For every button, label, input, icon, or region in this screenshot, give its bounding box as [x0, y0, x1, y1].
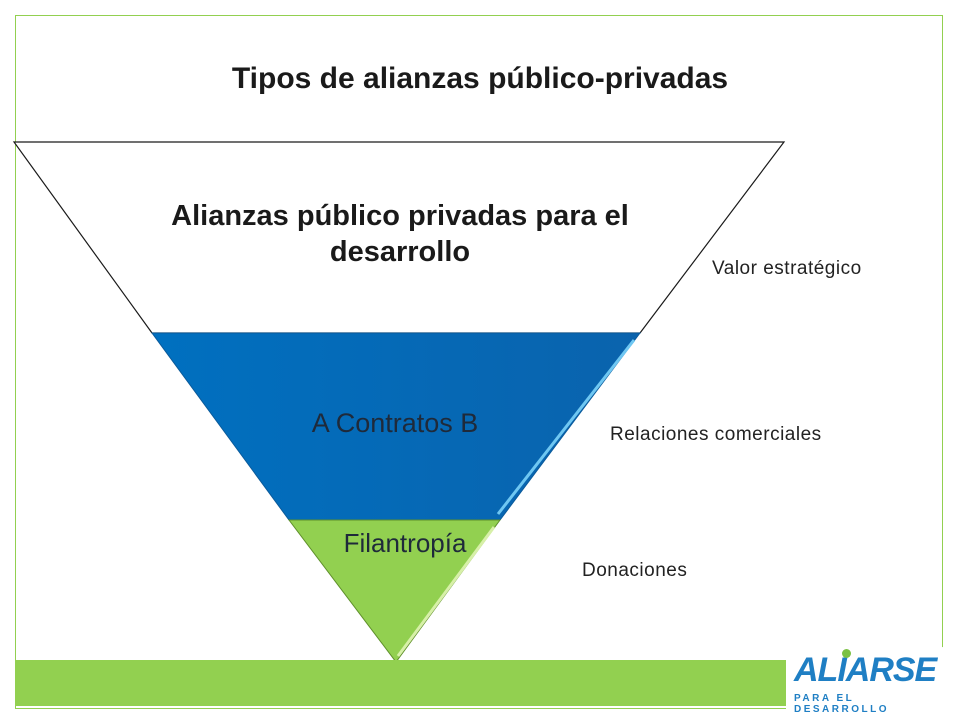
side-label-commercial-relations: Relaciones comerciales: [610, 424, 822, 445]
funnel-layer-middle-highlight: [496, 339, 636, 515]
logo-tagline: PARA EL DESARROLLO: [794, 693, 889, 715]
funnel-label-middle: A Contratos B: [311, 408, 479, 438]
logo-figure-icon: [842, 649, 851, 658]
slide-frame: [15, 15, 943, 709]
side-label-strategic-value: Valor estratégico: [712, 258, 862, 279]
aliarse-logo: ALIARSE PARA EL DESARROLLO: [786, 647, 946, 715]
logo-wordmark: ALIARSE: [794, 651, 937, 689]
funnel-layer-bottom-highlight: [396, 526, 496, 657]
funnel-label-top: Alianzas público privadas para el desarr…: [171, 200, 629, 269]
page-title: Tipos de alianzas público-privadas: [231, 62, 729, 95]
side-label-donations: Donaciones: [582, 560, 688, 581]
funnel-label-bottom: Filantropía: [343, 528, 467, 558]
